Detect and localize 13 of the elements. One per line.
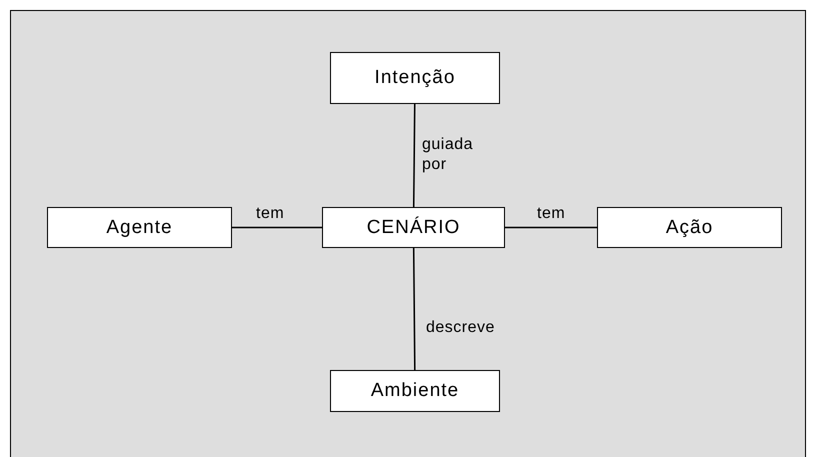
entity-box: Agente bbox=[47, 207, 232, 248]
connector-line bbox=[412, 104, 416, 207]
entity-box: Ambiente bbox=[330, 370, 500, 412]
entity-box: Intenção bbox=[330, 52, 500, 104]
edge-label: tem bbox=[537, 204, 566, 224]
connector-line bbox=[232, 226, 322, 228]
entity-box: CENÁRIO bbox=[322, 207, 505, 248]
edge-label: descreve bbox=[426, 318, 496, 338]
edge-label: tem bbox=[256, 204, 286, 224]
connector-line bbox=[412, 248, 416, 370]
connector-line bbox=[505, 226, 597, 228]
entity-box: Ação bbox=[597, 207, 782, 248]
edge-label: guiada por bbox=[422, 135, 474, 175]
